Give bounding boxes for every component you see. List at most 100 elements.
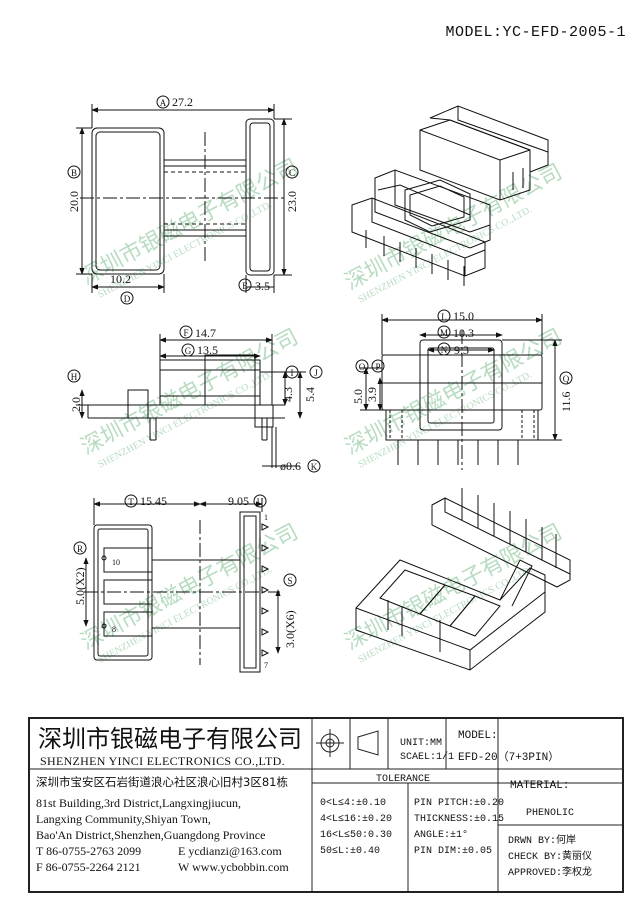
check-by: CHECK BY:黄丽仪 xyxy=(508,852,593,863)
pin-label-8: 8 xyxy=(112,625,116,634)
dim-M-circle xyxy=(437,325,451,339)
dim-Q-letter: Q xyxy=(563,374,570,384)
dim-E-circle xyxy=(238,278,252,292)
dim-H-letter: H xyxy=(71,372,78,382)
pin-spec-2: THICKNESS:±0.15 xyxy=(414,814,505,825)
view-top xyxy=(76,104,292,293)
tolerance-3: 16<L≤50:0.30 xyxy=(320,830,393,841)
dim-J-value: 5.4 xyxy=(303,387,317,402)
dim-N-circle xyxy=(437,342,451,356)
company-name-en: SHENZHEN YINCI ELECTRONICS CO.,LTD. xyxy=(40,754,285,768)
dim-R-value: 5.0(X2) xyxy=(73,567,87,605)
tolerance-2: 4<L≤16:±0.20 xyxy=(320,814,393,825)
dim-U-letter: U xyxy=(257,497,264,507)
dim-U-circle xyxy=(253,494,267,508)
dim-I-value: 4.3 xyxy=(281,387,295,402)
dim-S-value: 3.0(X6) xyxy=(283,610,297,648)
dim-M-letter: M xyxy=(440,328,448,338)
view-front xyxy=(360,314,562,470)
dim-E-value: 3.5 xyxy=(255,279,270,293)
tolerance-1: 0<L≤4:±0.10 xyxy=(320,798,387,809)
watermark-cn-5: 深圳市银磁电子有限公司 xyxy=(77,519,302,655)
watermark-cn-6: 深圳市银磁电子有限公司 xyxy=(341,519,566,655)
dim-G-value: 13.5 xyxy=(197,343,218,357)
drawn-by: DRWN BY:何岸 xyxy=(508,836,577,847)
dim-S-letter: S xyxy=(287,576,292,586)
dim-P-value: 3.9 xyxy=(365,387,379,402)
dim-A-letter: A xyxy=(160,98,167,108)
view-bottom xyxy=(83,498,281,673)
dim-F-letter: F xyxy=(183,328,188,338)
dim-I-circle xyxy=(285,365,299,379)
title-block-grid xyxy=(28,717,624,893)
dim-H-value: 2.0 xyxy=(69,397,83,412)
dim-E-letter: E xyxy=(242,281,248,291)
material-label: MATERIAL: xyxy=(510,780,570,792)
model-header: MODEL:YC-EFD-2005-1 xyxy=(445,24,626,41)
address-en-2: Langxing Community,Shiyan Town, xyxy=(36,812,211,826)
pin-spec-3: ANGLE:±1° xyxy=(414,830,469,841)
dim-K-letter: K xyxy=(311,462,318,472)
dim-F-circle xyxy=(179,325,193,339)
unit-label: UNIT:MM xyxy=(400,738,443,749)
company-name-cn: 深圳市银磁电子有限公司 xyxy=(38,725,302,753)
dim-A-value: 27.2 xyxy=(172,95,193,109)
watermark-cn-1: 深圳市银磁电子有限公司 xyxy=(77,154,302,290)
model-value: EFD-20（7+3PIN） xyxy=(458,752,560,764)
scale-label: SCAEL:1/1 xyxy=(400,752,455,763)
dim-N-letter: N xyxy=(441,345,448,355)
pin-label-7: 7 xyxy=(264,661,268,670)
model-label: MODEL: xyxy=(458,730,498,742)
dim-R-circle xyxy=(73,541,87,555)
view-bottom-labels: T 15.45 9.05 U R 5.0(X2) S 3.0(X6) 10 8 … xyxy=(73,494,297,670)
fax: F 86-0755-2264 2121 xyxy=(36,860,141,874)
dim-Q-circle xyxy=(559,371,573,385)
dim-L-circle xyxy=(437,309,451,323)
dim-M-value: 10.3 xyxy=(453,326,474,340)
pin-spec-4: PIN DIM:±0.05 xyxy=(414,846,493,857)
dim-Q-value: 11.6 xyxy=(559,391,573,412)
view-side xyxy=(76,334,306,468)
dim-I-letter: I xyxy=(291,368,294,378)
dim-N-value: 9.3 xyxy=(454,343,469,357)
dim-D-letter: D xyxy=(124,294,131,304)
dim-O-circle xyxy=(355,359,369,373)
address-en-1: 81st Building,3rd District,Langxingjiucu… xyxy=(36,796,241,810)
email: E ycdianzi@163.com xyxy=(178,844,282,858)
dim-K-circle xyxy=(307,459,321,473)
dim-G-circle xyxy=(181,343,195,357)
dim-J-letter: J xyxy=(314,368,318,378)
dim-F-value: 14.7 xyxy=(195,326,216,340)
dim-C-value: 23.0 xyxy=(285,191,299,212)
material-value: PHENOLIC xyxy=(526,808,575,819)
dim-O-letter: O xyxy=(359,362,366,372)
tel: T 86-0755-2763 2099 xyxy=(36,844,142,858)
dim-C-circle xyxy=(285,165,299,179)
dim-T-circle xyxy=(124,494,138,508)
address-en-3: Bao'An District,Shenzhen,Guangdong Provi… xyxy=(36,828,266,842)
dim-B-circle xyxy=(67,165,81,179)
dim-C-letter: C xyxy=(289,168,295,178)
dim-T-letter: T xyxy=(128,497,134,507)
dim-P-letter: P xyxy=(375,362,380,372)
dim-T-value: 15.45 xyxy=(140,494,167,508)
view-side-labels: F 14.7 G 13.5 H 2.0 I 4.3 J 5.4 ø0.6 K xyxy=(67,325,323,473)
pin-label-10: 10 xyxy=(112,558,120,567)
tolerance-4: 50≤L:±0.40 xyxy=(320,846,381,857)
dim-L-letter: L xyxy=(441,312,447,322)
view-top-labels: A 27.2 B 20.0 C 23.0 10.2 D E 3.5 xyxy=(67,95,299,305)
dim-J-circle xyxy=(309,365,323,379)
view-iso-top xyxy=(351,105,549,286)
dim-D-value: 10.2 xyxy=(110,272,131,286)
dim-B-value: 20.0 xyxy=(67,191,81,212)
dim-D-circle xyxy=(120,291,134,305)
view-iso-bottom xyxy=(355,488,571,671)
pin-label-1: 1 xyxy=(264,513,268,522)
view-front-labels: L 15.0 M 10.3 N 9.3 O 5.0 P 3.9 Q 11.6 xyxy=(351,309,573,412)
dim-H-circle xyxy=(67,369,81,383)
title-block: 深圳市银磁电子有限公司 SHENZHEN YINCI ELECTRONICS C… xyxy=(28,717,624,893)
tolerance-title: TOLERANCE xyxy=(376,774,431,785)
dim-L-value: 15.0 xyxy=(453,309,474,323)
dim-G-letter: G xyxy=(185,346,192,356)
